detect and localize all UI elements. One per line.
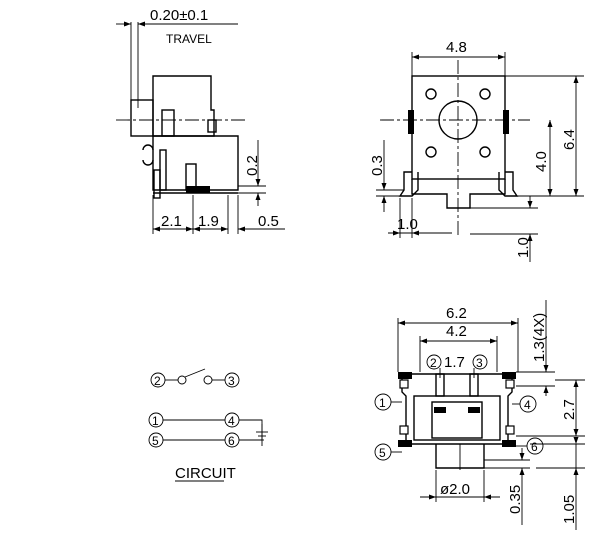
side-dim-c: 0.5 <box>258 213 279 230</box>
circuit-title: CIRCUIT <box>175 465 236 482</box>
fp-pin-6-label: 6 <box>531 440 538 454</box>
circuit-schematic: 2 3 1 4 5 6 CIRCUIT <box>148 368 268 482</box>
circuit-node-5: 5 <box>152 434 159 448</box>
fp-pin-2-label: 2 <box>430 356 437 370</box>
fp-outer-w: 6.2 <box>446 305 467 322</box>
side-view: 0.20±0.1 TRAVEL 2.1 1.9 0.5 <box>116 7 285 234</box>
top-center-h: 4.0 <box>533 151 550 172</box>
footprint-view: 6.2 4.2 2 1.7 3 <box>374 300 585 530</box>
circuit-node-1: 1 <box>152 414 159 428</box>
top-width: 4.8 <box>446 39 467 56</box>
top-view: 4.8 6.4 4.0 0.3 <box>369 39 584 262</box>
circuit-node-3: 3 <box>228 374 235 388</box>
circuit-node-2: 2 <box>154 374 161 388</box>
fp-d2: 1.05 <box>561 495 578 524</box>
fp-pin-1-label: 1 <box>379 396 386 410</box>
top-lead-l: 1.0 <box>515 237 532 258</box>
fp-pin-pitch: 1.7 <box>444 354 465 371</box>
fp-inner-w: 4.2 <box>446 323 467 340</box>
circuit-node-4: 4 <box>228 414 235 428</box>
fp-pin-5-label: 5 <box>379 446 386 460</box>
fp-pad-pitch: 2.7 <box>561 399 578 420</box>
travel-label: TRAVEL <box>166 32 212 46</box>
top-lead-w: 1.0 <box>397 216 418 233</box>
fp-hole-dia: ø2.0 <box>440 481 470 498</box>
side-dim-h: 0.2 <box>244 155 261 176</box>
side-dim-a: 2.1 <box>161 213 182 230</box>
side-dim-b: 1.9 <box>198 213 219 230</box>
top-lead-h: 0.3 <box>369 155 386 176</box>
fp-pin-4-label: 4 <box>524 398 531 412</box>
travel-value: 0.20±0.1 <box>150 7 208 24</box>
fp-d1: 0.35 <box>507 485 524 514</box>
top-height: 6.4 <box>561 129 578 150</box>
fp-pin-3-label: 3 <box>476 356 483 370</box>
fp-pad-size: 1.3(4X) <box>531 313 548 362</box>
circuit-node-6: 6 <box>228 434 235 448</box>
